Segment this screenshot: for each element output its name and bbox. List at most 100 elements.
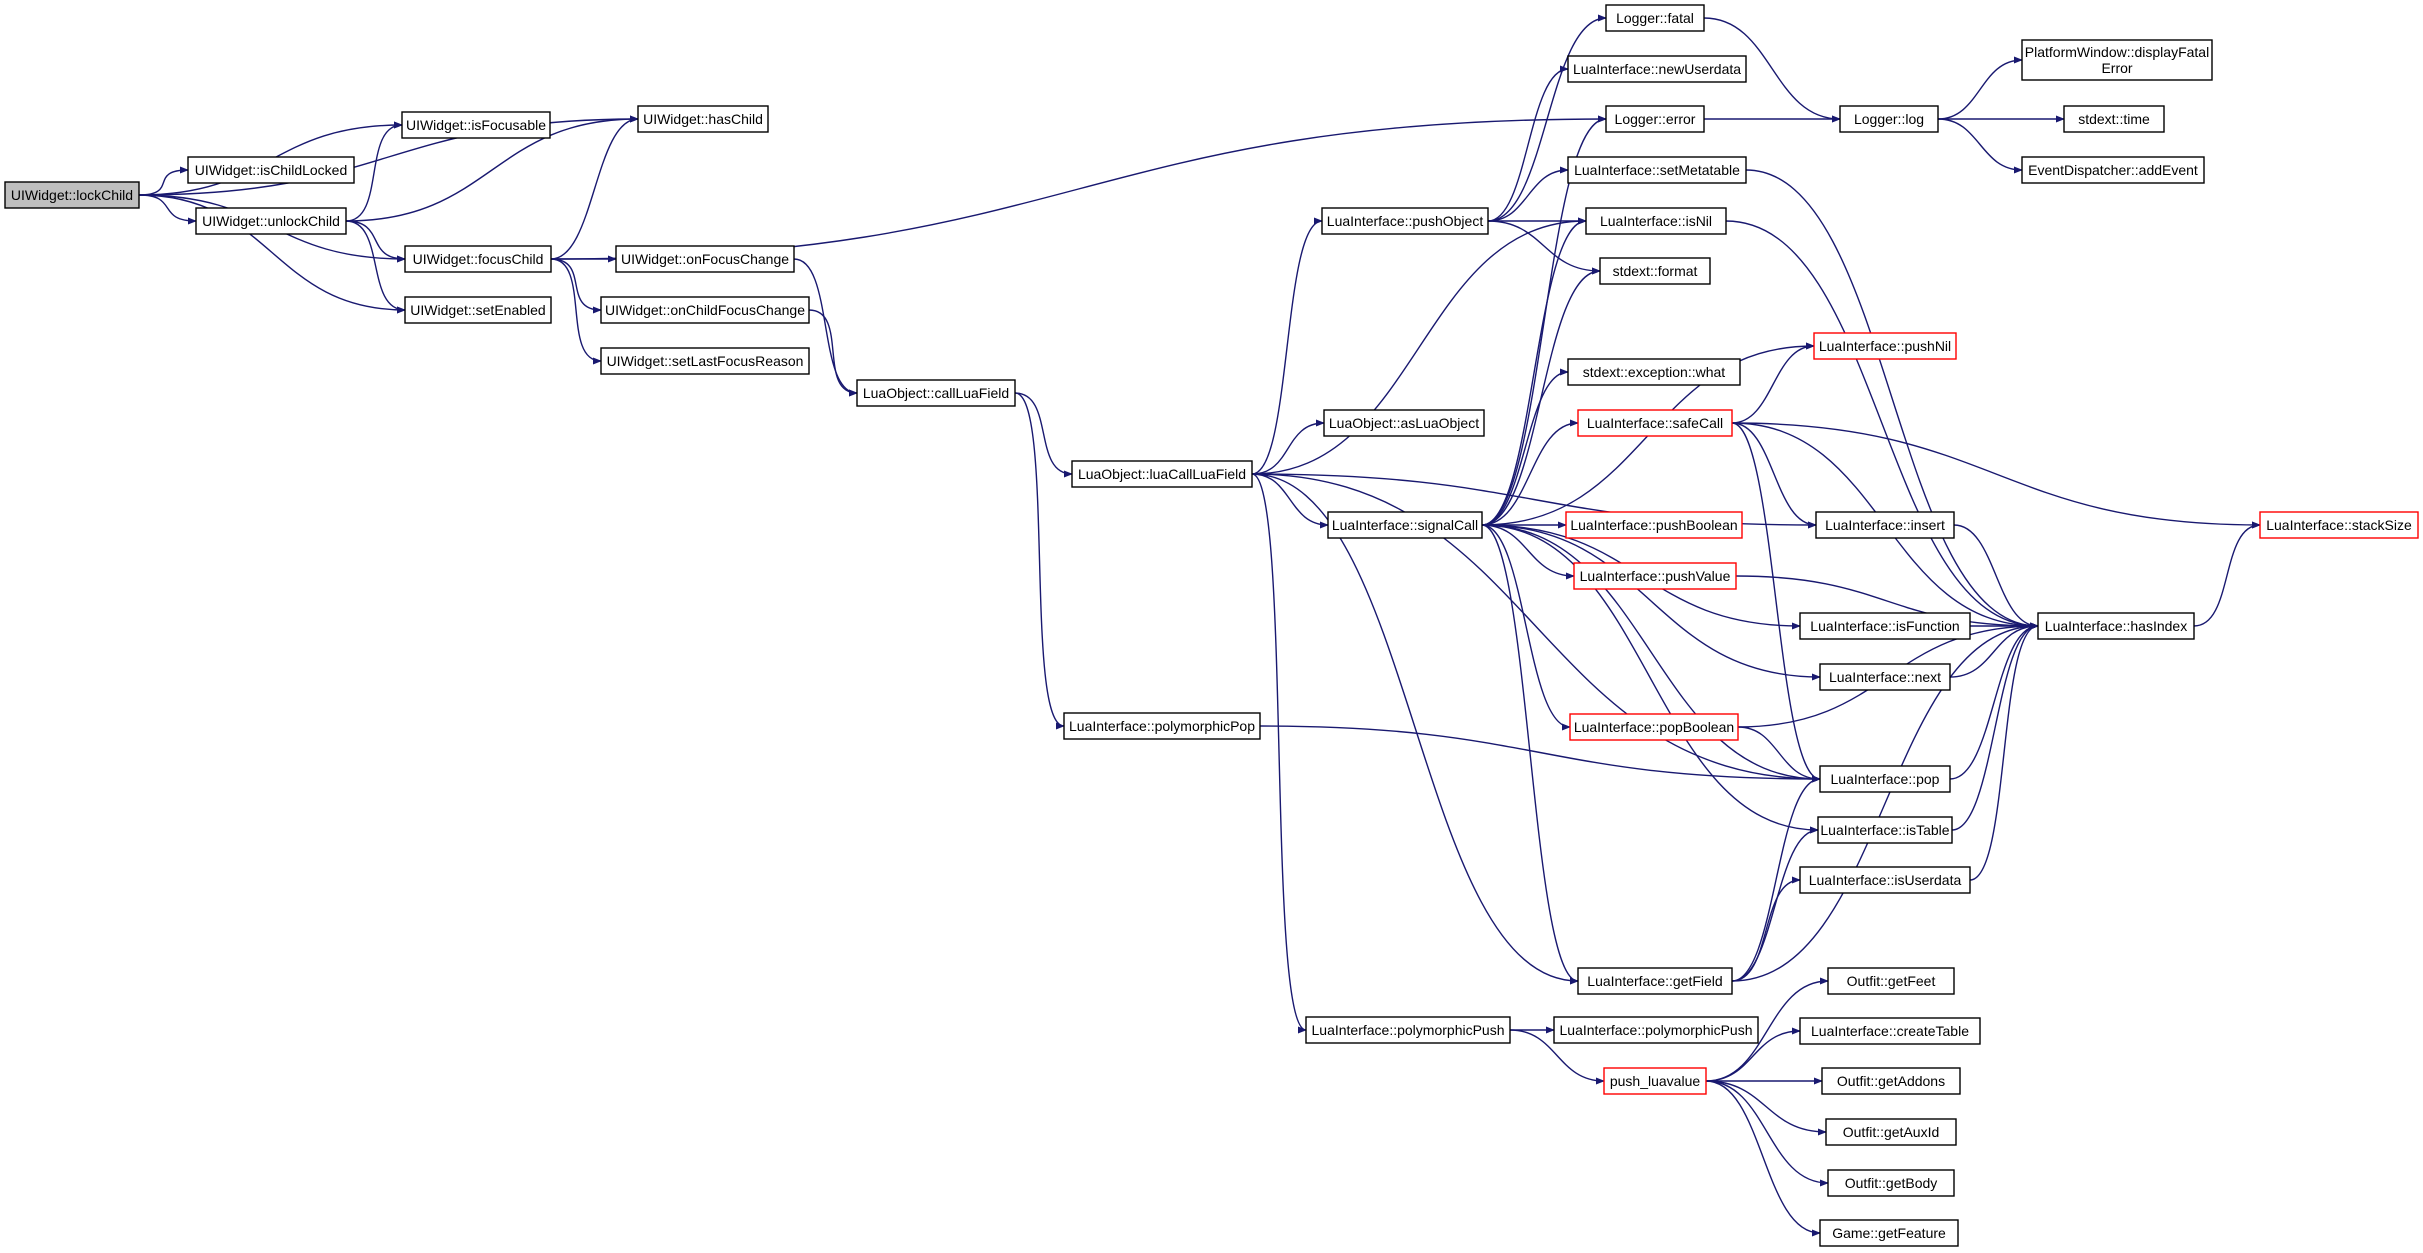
node-isFocusable[interactable]: UIWidget::isFocusable: [401, 111, 551, 139]
node-setMetatable[interactable]: LuaInterface::setMetatable: [1567, 156, 1747, 184]
node-getBody[interactable]: Outfit::getBody: [1827, 1169, 1955, 1197]
node-box[interactable]: [615, 245, 795, 273]
node-onFocusChange[interactable]: UIWidget::onFocusChange: [615, 245, 795, 273]
node-pushNil[interactable]: LuaInterface::pushNil: [1813, 332, 1957, 360]
node-box[interactable]: [1327, 511, 1483, 539]
node-getFeet[interactable]: Outfit::getFeet: [1827, 967, 1955, 995]
node-isTable[interactable]: LuaInterface::isTable: [1817, 816, 1953, 844]
node-signalCall[interactable]: LuaInterface::signalCall: [1327, 511, 1483, 539]
node-isChildLocked[interactable]: UIWidget::isChildLocked: [187, 156, 355, 184]
node-asLuaObject[interactable]: LuaObject::asLuaObject: [1323, 409, 1485, 437]
node-box[interactable]: [856, 379, 1016, 407]
node-popBoolean[interactable]: LuaInterface::popBoolean: [1569, 713, 1739, 741]
node-box[interactable]: [1605, 105, 1705, 133]
node-box[interactable]: [404, 245, 552, 273]
node-getAuxId[interactable]: Outfit::getAuxId: [1825, 1118, 1957, 1146]
node-box[interactable]: [2021, 39, 2213, 81]
node-createTable[interactable]: LuaInterface::createTable: [1799, 1017, 1981, 1045]
node-box[interactable]: [4, 181, 140, 209]
node-box[interactable]: [1553, 1016, 1759, 1044]
node-isFunction[interactable]: LuaInterface::isFunction: [1799, 612, 1971, 640]
node-box[interactable]: [1827, 967, 1955, 995]
node-box[interactable]: [1577, 967, 1733, 995]
node-pushValue[interactable]: LuaInterface::pushValue: [1573, 562, 1737, 590]
node-onChildFocusChange[interactable]: UIWidget::onChildFocusChange: [600, 296, 810, 324]
node-polymorphicPop[interactable]: LuaInterface::polymorphicPop: [1063, 712, 1261, 740]
node-setEnabled[interactable]: UIWidget::setEnabled: [404, 296, 552, 324]
node-box[interactable]: [1567, 358, 1741, 386]
node-focusChild[interactable]: UIWidget::focusChild: [404, 245, 552, 273]
node-box[interactable]: [600, 347, 810, 375]
node-box[interactable]: [1799, 612, 1971, 640]
node-pushLuavalue[interactable]: push_luavalue: [1603, 1067, 1707, 1095]
node-box[interactable]: [2063, 105, 2165, 133]
node-box[interactable]: [1567, 156, 1747, 184]
node-stdextTime[interactable]: stdext::time: [2063, 105, 2165, 133]
node-box[interactable]: [1321, 207, 1489, 235]
node-box[interactable]: [1799, 866, 1971, 894]
node-box[interactable]: [187, 156, 355, 184]
node-lockChild[interactable]: UIWidget::lockChild: [4, 181, 140, 209]
node-box[interactable]: [401, 111, 551, 139]
node-getAddons[interactable]: Outfit::getAddons: [1821, 1067, 1961, 1095]
node-getField[interactable]: LuaInterface::getField: [1577, 967, 1733, 995]
node-box[interactable]: [1567, 55, 1747, 83]
node-isNil[interactable]: LuaInterface::isNil: [1585, 207, 1727, 235]
node-getFeature[interactable]: Game::getFeature: [1819, 1219, 1959, 1247]
node-box[interactable]: [1819, 663, 1951, 691]
node-unlockChild[interactable]: UIWidget::unlockChild: [195, 207, 347, 235]
node-box[interactable]: [404, 296, 552, 324]
node-pushObject[interactable]: LuaInterface::pushObject: [1321, 207, 1489, 235]
node-pushBoolean[interactable]: LuaInterface::pushBoolean: [1565, 511, 1743, 539]
node-box[interactable]: [195, 207, 347, 235]
node-polymorphicPush2[interactable]: LuaInterface::polymorphicPush: [1553, 1016, 1759, 1044]
node-addEvent[interactable]: EventDispatcher::addEvent: [2021, 156, 2205, 184]
node-box[interactable]: [1569, 713, 1739, 741]
node-box[interactable]: [1071, 460, 1253, 488]
node-box[interactable]: [1305, 1016, 1511, 1044]
node-box[interactable]: [1819, 765, 1951, 793]
node-box[interactable]: [1573, 562, 1737, 590]
node-box[interactable]: [1605, 4, 1705, 32]
node-box[interactable]: [1813, 332, 1957, 360]
node-loggerLog[interactable]: Logger::log: [1839, 105, 1939, 133]
node-newUserdata[interactable]: LuaInterface::newUserdata: [1567, 55, 1747, 83]
node-box[interactable]: [1565, 511, 1743, 539]
node-loggerError[interactable]: Logger::error: [1605, 105, 1705, 133]
node-box[interactable]: [2021, 156, 2205, 184]
node-luaCallLuaField[interactable]: LuaObject::luaCallLuaField: [1071, 460, 1253, 488]
node-box[interactable]: [1603, 1067, 1707, 1095]
node-next[interactable]: LuaInterface::next: [1819, 663, 1951, 691]
node-hasIndex[interactable]: LuaInterface::hasIndex: [2037, 612, 2195, 640]
node-box[interactable]: [1839, 105, 1939, 133]
node-callLuaField[interactable]: LuaObject::callLuaField: [856, 379, 1016, 407]
node-box[interactable]: [2037, 612, 2195, 640]
node-box[interactable]: [1827, 1169, 1955, 1197]
node-insert[interactable]: LuaInterface::insert: [1815, 511, 1955, 539]
node-stdextFormat[interactable]: stdext::format: [1599, 257, 1711, 285]
node-box[interactable]: [637, 105, 769, 133]
node-loggerFatal[interactable]: Logger::fatal: [1605, 4, 1705, 32]
node-exceptionWhat[interactable]: stdext::exception::what: [1567, 358, 1741, 386]
node-box[interactable]: [1819, 1219, 1959, 1247]
node-box[interactable]: [1817, 816, 1953, 844]
node-box[interactable]: [1825, 1118, 1957, 1146]
node-box[interactable]: [1599, 257, 1711, 285]
node-polymorphicPush[interactable]: LuaInterface::polymorphicPush: [1305, 1016, 1511, 1044]
node-isUserdata[interactable]: LuaInterface::isUserdata: [1799, 866, 1971, 894]
node-box[interactable]: [1577, 409, 1733, 437]
node-pop[interactable]: LuaInterface::pop: [1819, 765, 1951, 793]
node-setLastFocusReason[interactable]: UIWidget::setLastFocusReason: [600, 347, 810, 375]
node-hasChild[interactable]: UIWidget::hasChild: [637, 105, 769, 133]
node-box[interactable]: [1323, 409, 1485, 437]
node-box[interactable]: [2259, 511, 2419, 539]
node-box[interactable]: [1815, 511, 1955, 539]
node-box[interactable]: [600, 296, 810, 324]
node-safeCall[interactable]: LuaInterface::safeCall: [1577, 409, 1733, 437]
node-stackSize[interactable]: LuaInterface::stackSize: [2259, 511, 2419, 539]
node-box[interactable]: [1063, 712, 1261, 740]
node-box[interactable]: [1799, 1017, 1981, 1045]
node-box[interactable]: [1585, 207, 1727, 235]
node-box[interactable]: [1821, 1067, 1961, 1095]
